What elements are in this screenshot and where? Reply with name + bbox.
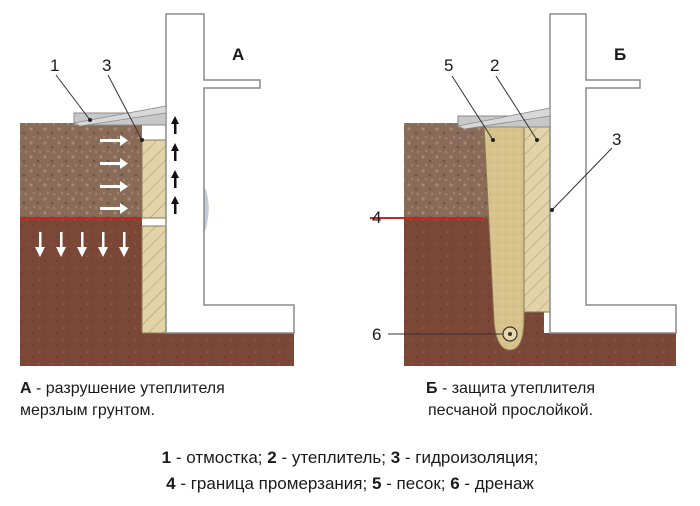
callout-2-b: 2 (490, 56, 499, 75)
down-arrow-icon (98, 232, 108, 257)
insulation-lower-a (141, 225, 167, 334)
right-arrow-icon (100, 135, 128, 146)
blind-area-slope-a (72, 105, 167, 127)
legend-text: - отмостка; (171, 448, 268, 467)
push-arrows-a (100, 135, 128, 214)
callout-1-a: 1 (50, 56, 59, 75)
down-arrow-icon (35, 232, 45, 257)
legend-text: - дренаж (459, 474, 534, 493)
panel-letter-b: Б (614, 45, 626, 64)
caption-a: А - разрушение утеплителя мерзлым грунто… (20, 378, 225, 422)
callout-3-a: 3 (102, 56, 111, 75)
up-arrow-icon (171, 116, 179, 134)
caption-a-text1: - разрушение утеплителя (31, 380, 225, 397)
callout-4-b: 4 (372, 208, 381, 227)
down-arrow-icon (56, 232, 66, 257)
sand-layer-b (483, 125, 525, 351)
legend-text: - гидроизоляция; (400, 448, 539, 467)
legend-text: - песок; (381, 474, 451, 493)
right-arrow-icon (100, 181, 128, 192)
legend-num: 4 (166, 474, 176, 493)
right-arrow-icon (100, 158, 128, 169)
up-arrow-icon (171, 196, 179, 214)
panel-b: 5 2 3 4 6 Б (370, 13, 677, 366)
insulation-upper-a (141, 139, 167, 219)
right-arrow-icon (100, 203, 128, 214)
legend-text: - утеплитель; (276, 448, 391, 467)
callout-3-b: 3 (612, 130, 621, 149)
caption-b-text1: - защита утеплителя (437, 380, 596, 397)
caption-a-line2: мерзлым грунтом. (20, 402, 155, 419)
caption-b: Б - защита утеплителя песчаной прослойко… (426, 378, 595, 422)
up-arrow-icon (171, 143, 179, 161)
caption-b-line1: Б - защита утеплителя (426, 378, 595, 400)
leader-5-b (451, 75, 494, 141)
callout-5-b: 5 (444, 56, 453, 75)
down-arrow-icon (119, 232, 129, 257)
legend-num: 3 (390, 448, 401, 467)
up-arrow-icon (171, 170, 179, 188)
down-arrows-a (35, 232, 129, 257)
heave-arrows-a (171, 116, 179, 214)
foundation-wall-b (549, 13, 677, 334)
legend-num: 5 (371, 474, 382, 493)
callout-6-b: 6 (372, 325, 381, 344)
leader-2-b (495, 75, 538, 141)
leader-3-a (107, 74, 143, 141)
soil-under-footing-a (142, 333, 294, 366)
frozen-soil-a (20, 123, 142, 218)
panel-letter-a: А (232, 45, 244, 64)
caption-a-letter: А (20, 380, 32, 397)
foundation-wall-a (165, 13, 295, 334)
legend-num: 2 (267, 448, 277, 467)
caption-b-letter: Б (426, 380, 438, 397)
caption-a-line1: А - разрушение утеплителя (20, 378, 225, 400)
blind-area-slope-b (456, 107, 551, 130)
down-arrow-icon (77, 232, 87, 257)
leader-1-a (55, 74, 91, 121)
foundation-diagram: 1 3 А 5 2 3 4 (20, 13, 677, 366)
insulation-b (523, 125, 551, 313)
soil-under-footing-b (544, 333, 676, 366)
legend-num: 6 (450, 474, 460, 493)
legend-text: - граница промерзания; (175, 474, 372, 493)
legend-line-1: 1 - отмостка; 2 - утеплитель; 3 - гидрои… (0, 445, 700, 471)
caption-b-line2: песчаной прослойкой. (428, 402, 594, 419)
legend-line-2: 4 - граница промерзания; 5 - песок; 6 - … (0, 471, 700, 497)
panel-a: 1 3 А (20, 13, 295, 366)
legend-num: 1 (161, 448, 172, 467)
leader-3-b (551, 147, 613, 211)
legend: 1 - отмостка; 2 - утеплитель; 3 - гидрои… (0, 445, 700, 497)
